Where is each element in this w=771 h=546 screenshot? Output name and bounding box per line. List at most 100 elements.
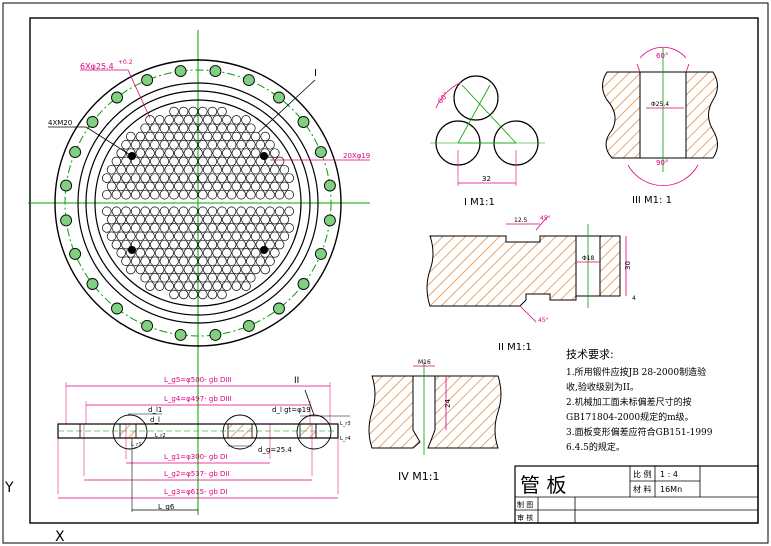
tube-hole (145, 264, 155, 275)
tube-hole (250, 148, 261, 158)
tube-hole (217, 256, 227, 266)
detail-III-view: 60° Φ25.4 90° III M1: 1 (602, 46, 718, 206)
tube-hole (121, 140, 131, 150)
tube-hole (169, 156, 179, 167)
tube-hole (111, 206, 122, 217)
tube-hole (154, 231, 165, 242)
tube-hole (164, 214, 174, 225)
tube-hole (241, 164, 251, 175)
tube-hole (164, 148, 174, 158)
tube-hole (270, 214, 280, 225)
tube-hole (135, 181, 146, 192)
bolt-hole (141, 74, 154, 87)
tube-hole (178, 223, 189, 233)
tube-hole (246, 189, 256, 200)
tube-hole (116, 148, 126, 158)
tube-hole (159, 256, 170, 266)
bolt-hole (242, 74, 255, 87)
tube-hole (236, 239, 246, 250)
tube-hole (246, 140, 256, 150)
tube-hole (164, 248, 174, 258)
tube-hole (265, 256, 275, 266)
tube-hole (246, 123, 256, 133)
tube-hole (226, 123, 237, 133)
tube-hole (246, 256, 256, 266)
tube-hole (265, 223, 275, 233)
tube-hole (174, 181, 184, 192)
tube-hole (135, 164, 146, 175)
tube-hole (207, 289, 218, 300)
tube-hole (198, 140, 208, 150)
bolt-hole (323, 214, 336, 227)
tube-hole (126, 164, 136, 175)
bolt-hole (314, 247, 327, 260)
tube-hole (274, 239, 285, 250)
tube-hole (274, 156, 285, 167)
tube-hole (207, 206, 218, 217)
tube-hole (159, 189, 170, 200)
dim-lr4: L_r4 (340, 436, 351, 442)
tube-hole (150, 239, 160, 250)
tube-hole (126, 181, 136, 192)
tube-hole (178, 206, 189, 217)
tube-hole (212, 264, 222, 275)
dim-lg4: L_g4=φ497- gb DIII (164, 395, 232, 403)
tube-hole (222, 214, 232, 225)
tube-hole (226, 223, 237, 233)
tube-hole (241, 281, 251, 291)
tube-hole (126, 264, 136, 275)
tube-hole (193, 264, 203, 275)
tube-hole (217, 189, 227, 200)
tube-hole (150, 123, 160, 133)
tube-hole (246, 156, 256, 167)
title-checked-label: 审 核 (517, 513, 533, 522)
tube-hole (236, 256, 246, 266)
tube-hole (274, 173, 285, 183)
bolt-hole (111, 91, 123, 104)
tube-hole (231, 181, 242, 192)
tube-hole (279, 164, 290, 175)
tube-hole (260, 214, 270, 225)
tube-hole (150, 206, 160, 217)
tube-hole (121, 239, 131, 250)
tube-hole (270, 181, 280, 192)
tube-hole (116, 181, 126, 192)
detail-II-dia: Φ18 (582, 255, 595, 262)
tube-hole (255, 173, 266, 183)
tube-hole (222, 115, 232, 125)
bolt-hole (242, 319, 255, 332)
tube-hole (274, 206, 285, 217)
tube-hole (169, 123, 179, 133)
tube-hole (265, 206, 275, 217)
detail-II-section (426, 235, 577, 307)
tube-hole (169, 206, 179, 217)
tube-hole (145, 231, 155, 242)
dim-holes: 4XM20 (48, 119, 72, 127)
title-drawn-label: 制 图 (517, 500, 533, 509)
detail-I-view: 60° 32 I M1:1 (430, 75, 545, 208)
dim-dl: d_l (150, 416, 160, 424)
tube-hole (140, 140, 150, 150)
tube-hole (236, 206, 246, 217)
tube-hole (154, 115, 165, 125)
tube-hole (111, 239, 122, 250)
gasket-inner-circle (85, 90, 311, 316)
tube-hole (274, 223, 285, 233)
tube-hole (250, 131, 261, 142)
detail-II-angle: 45° (540, 215, 551, 222)
tube-hole (207, 223, 218, 233)
detail-II-chamfer: 45° (538, 317, 549, 324)
tube-hole (183, 214, 194, 225)
tube-hole (217, 106, 227, 117)
tube-hole (150, 173, 160, 183)
tube-hole (226, 140, 237, 150)
tube-hole (126, 214, 136, 225)
dim-tubes: 20Xφ19 (343, 152, 370, 160)
tube-hole (231, 214, 242, 225)
tube-hole (236, 273, 246, 283)
tube-hole (212, 164, 222, 175)
tube-hole (183, 231, 194, 242)
dim-lg6: L_g6 (158, 503, 175, 511)
tube-hole (183, 181, 194, 192)
tube-hole (212, 281, 222, 291)
